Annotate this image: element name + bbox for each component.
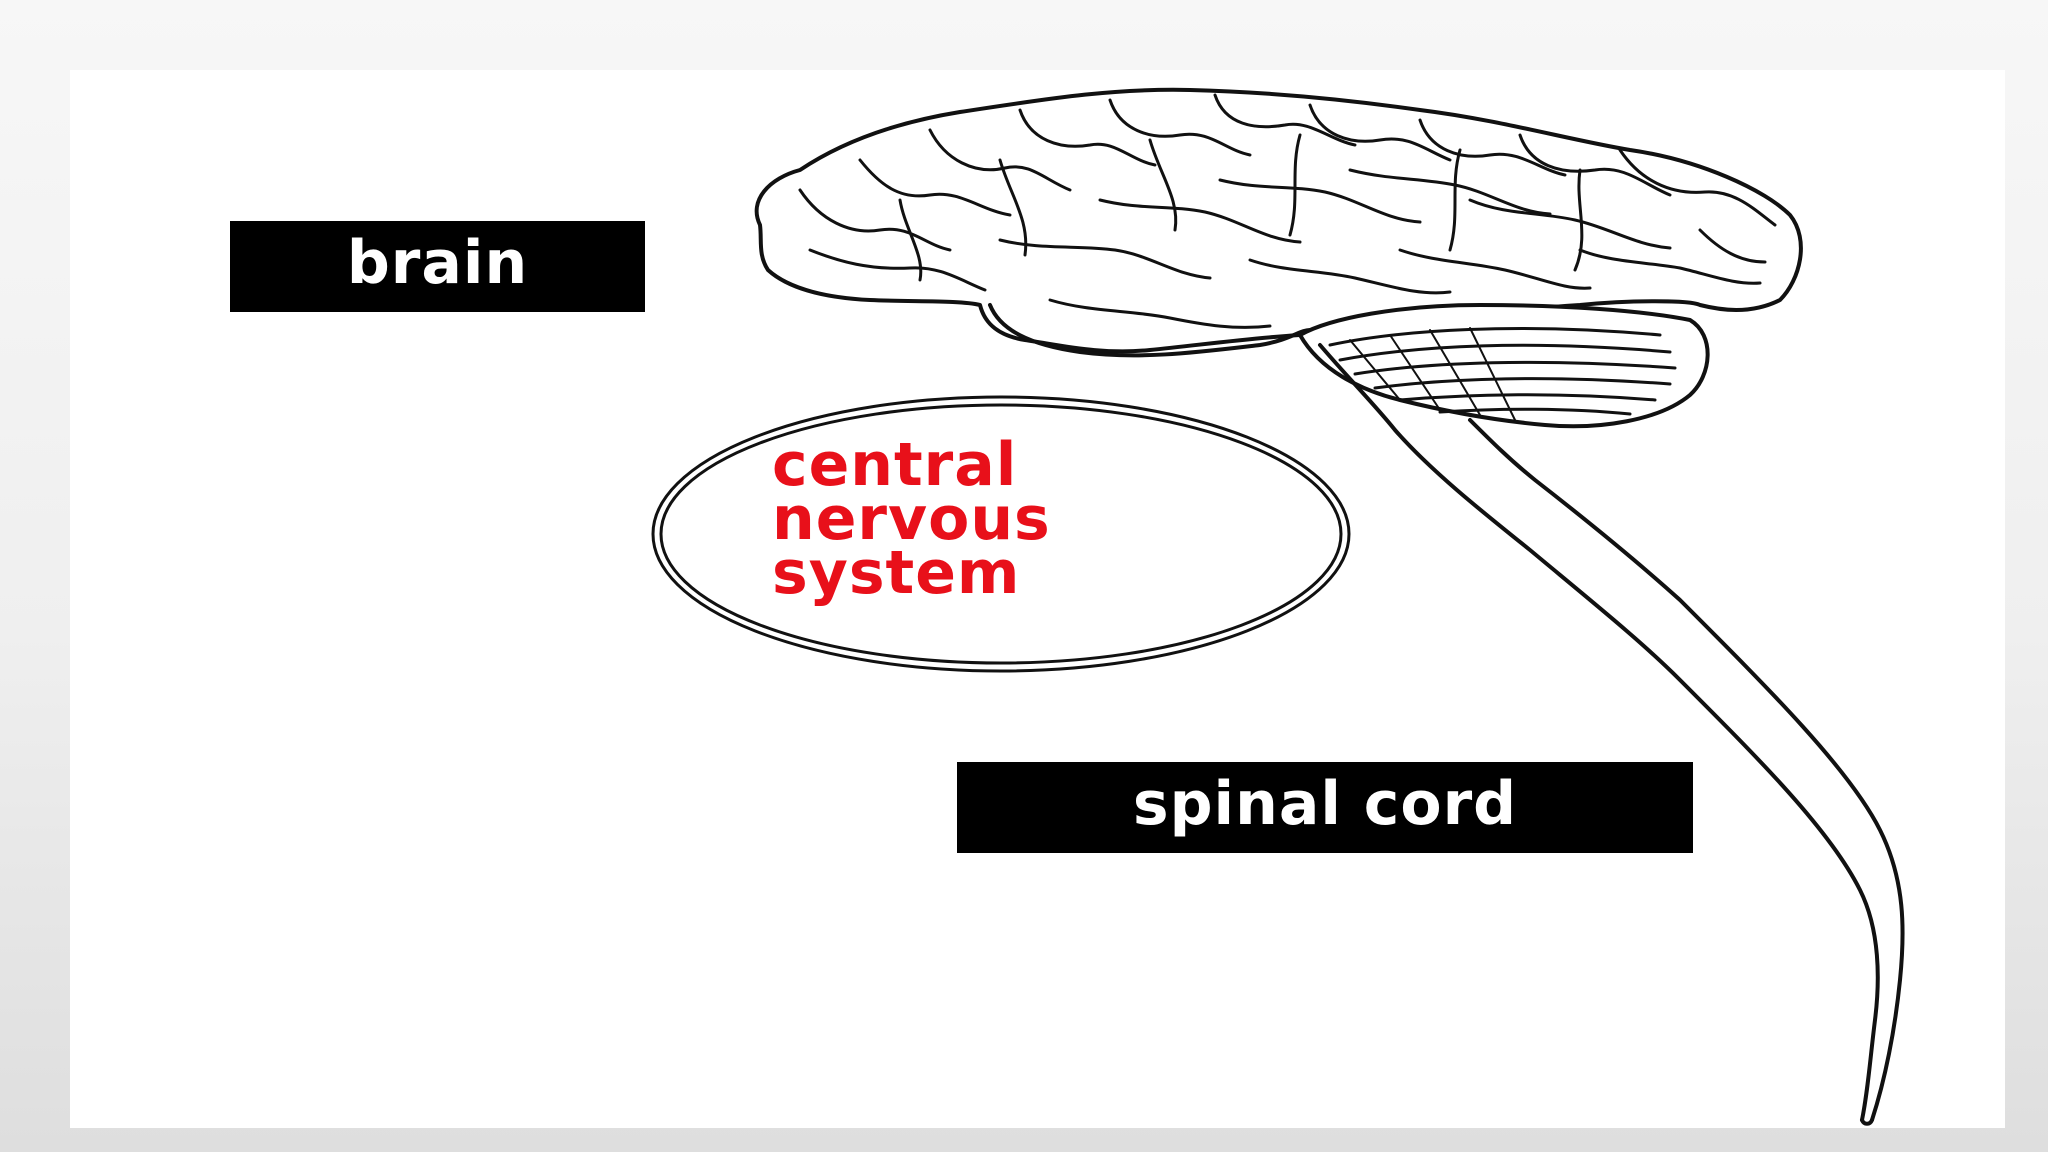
brain-gyri-lines	[798, 93, 1777, 329]
central-nervous-system-label: central nervous system	[772, 430, 1232, 608]
cns-line-2: nervous	[772, 484, 1051, 554]
brain-illustration	[754, 87, 1803, 358]
spinal-cord-illustration	[1318, 343, 1905, 1126]
cns-circle	[651, 395, 1351, 673]
brain-label: brain	[230, 221, 645, 312]
cns-line-1: central	[772, 430, 1018, 500]
spinal-cord-label: spinal cord	[957, 762, 1693, 853]
cerebellum-illustration	[1297, 302, 1710, 429]
cns-line-3: system	[772, 538, 1021, 608]
